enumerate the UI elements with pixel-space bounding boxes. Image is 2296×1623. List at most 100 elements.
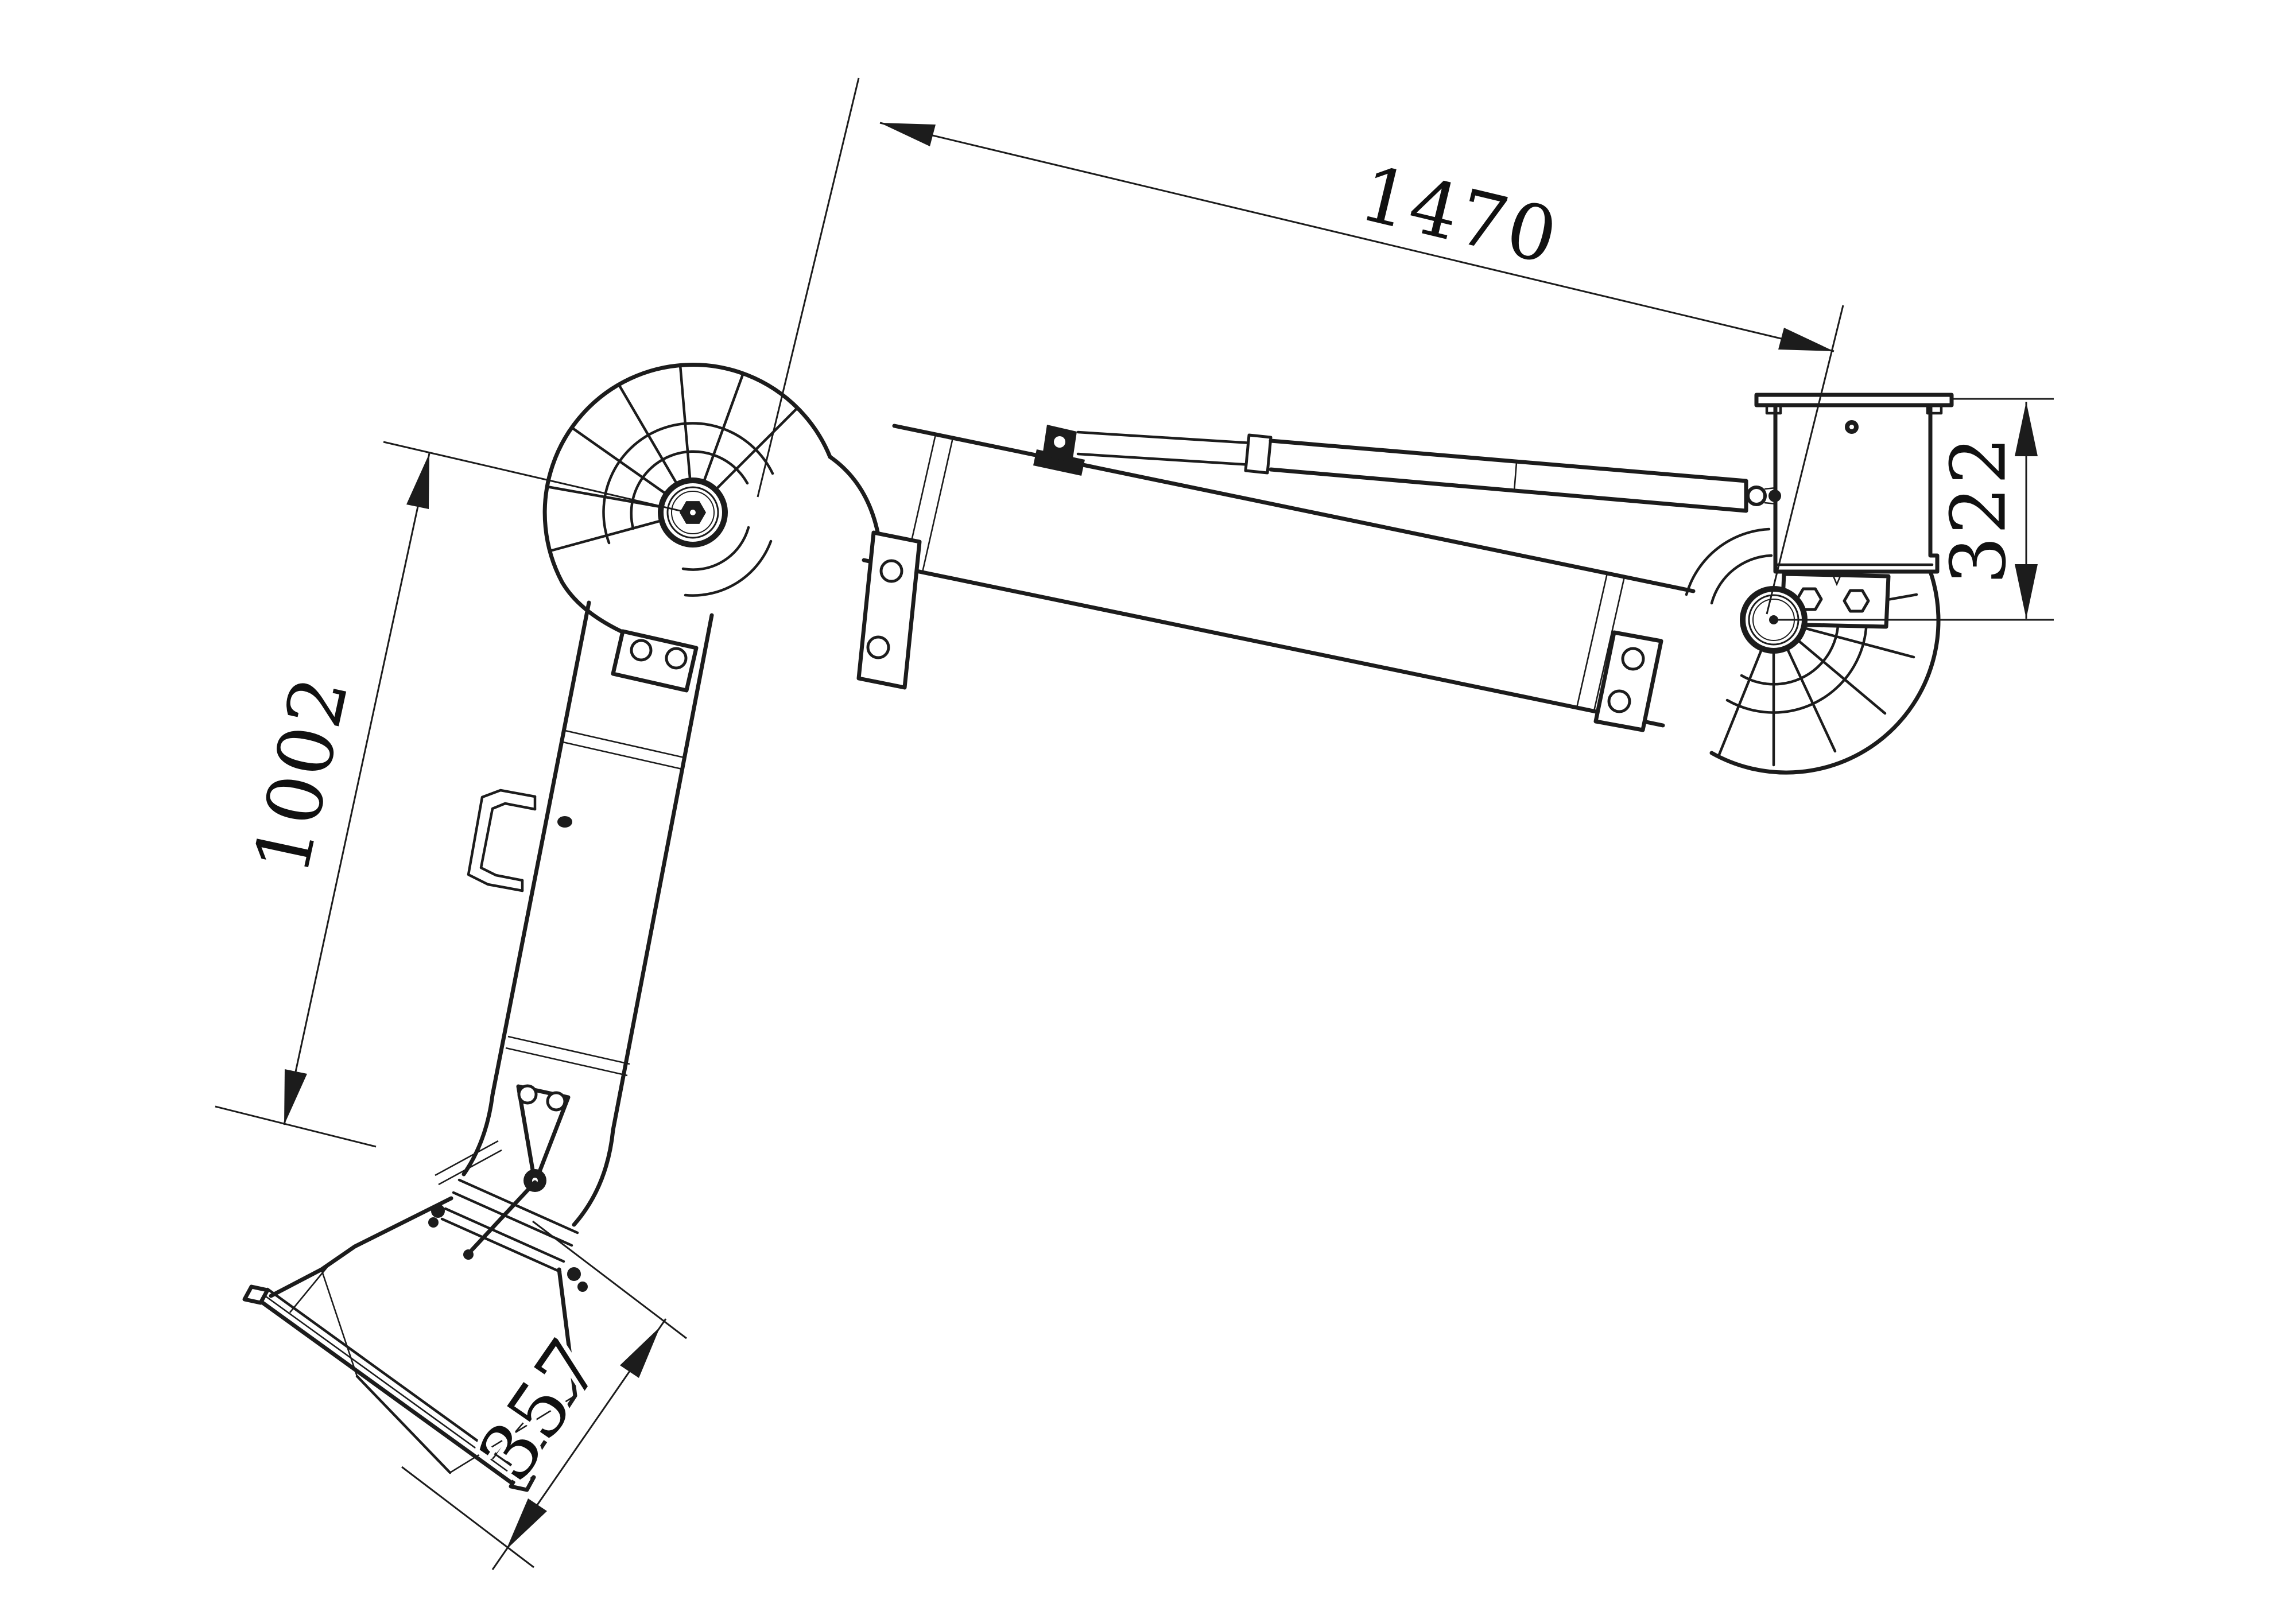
plate-notch (1832, 576, 1841, 587)
mounting-duct (1754, 393, 1954, 574)
lower-tube-upper-seam (560, 729, 685, 770)
hood-mouth-flange-back (266, 1287, 526, 1477)
extension-line (757, 77, 860, 498)
dimension-mount-height: 322 (1778, 398, 2054, 621)
extension-line (401, 1466, 534, 1568)
dimension-value-1002: 1002 (238, 667, 366, 882)
upper-elbow-inner-arc-2 (1685, 527, 1771, 596)
hub-ring-3 (671, 491, 715, 534)
lower-tube (461, 600, 714, 1227)
bracket-hole (517, 1084, 538, 1105)
gas-spring-body-seam (1513, 462, 1518, 492)
lower-elbow-joint (542, 363, 922, 693)
lower-tube-lower-seam (505, 1035, 630, 1077)
bolt-hole (1621, 647, 1645, 671)
grab-handle (467, 789, 537, 892)
gas-spring-collar (1244, 433, 1273, 475)
lower-elbow-to-lower-tube (560, 580, 623, 634)
gas-spring-rod (1076, 430, 1253, 467)
bolt-hole (879, 559, 903, 583)
upper-tube-bottom-edge (862, 558, 1665, 728)
lower-elbow-inner-arc-2 (684, 539, 773, 597)
clevis-pin-hole (1054, 436, 1065, 448)
extension-line (215, 1105, 377, 1148)
lower-bend-outer (572, 1128, 615, 1227)
bracket-hole (546, 1091, 567, 1112)
bolt-hole (1607, 689, 1631, 713)
gas-spring-eyelet (1746, 486, 1767, 506)
bolt-hole (630, 639, 653, 662)
bolt-hole (665, 647, 688, 670)
arrowhead (620, 1327, 660, 1378)
clamp-band-2 (440, 1207, 565, 1273)
grab-handle-outer (467, 789, 537, 892)
dimension-lower-arm: 1002 (215, 441, 688, 1148)
lever-knob (463, 1249, 474, 1260)
upper-elbow-bracket-exit (1779, 572, 1891, 629)
upper-elbow-inner-arc-1 (1710, 554, 1773, 605)
upper-tube-top-edge (892, 424, 1696, 593)
dimension-line (283, 453, 430, 1125)
lower-tube-right-edge (611, 613, 714, 1132)
lower-elbow-to-upper-tube (828, 455, 881, 537)
extension-line (1766, 305, 1844, 615)
clamp-band-1 (452, 1178, 579, 1247)
toggle-rods (435, 1140, 502, 1186)
upper-elbow-joint (1593, 527, 1941, 775)
hood-top-side (269, 1196, 453, 1298)
extension-line (532, 1220, 687, 1339)
dimension-hood-length: 357 (401, 1220, 687, 1570)
dimension-line (879, 122, 1835, 352)
arrowhead (506, 1498, 547, 1550)
lower-elbow-bracket-upper (856, 530, 922, 690)
arrowhead (406, 453, 429, 509)
arrowhead (2015, 402, 2038, 456)
bracket-plate (1593, 630, 1663, 732)
extension-line (383, 441, 688, 514)
lower-elbow-hub (658, 477, 728, 548)
grab-handle-ends (521, 795, 537, 892)
arrowhead (1778, 328, 1834, 351)
hood-tilt-bracket (435, 1084, 571, 1260)
clamp-bolt (567, 1267, 581, 1281)
dimension-value-322: 322 (1935, 435, 2023, 585)
arrowhead (880, 123, 936, 146)
gas-spring-body (1269, 438, 1748, 513)
clamp-bolt (428, 1217, 439, 1228)
lower-bend-inner (461, 1093, 495, 1177)
dimension-value-357: 357 (461, 1323, 619, 1496)
gas-spring (1033, 425, 1781, 513)
hex-bolt (1843, 589, 1870, 613)
flange-end-cap (242, 1284, 270, 1305)
lower-tube-left-edge (490, 600, 591, 1097)
bolt-hole (866, 635, 890, 659)
hood-fold-lines (289, 1264, 576, 1474)
hub-ring-2 (666, 486, 719, 539)
arrowhead (284, 1069, 307, 1125)
pivot-center (1769, 615, 1778, 624)
mounting-flange (1754, 393, 1954, 407)
arrowhead (2015, 564, 2038, 619)
lower-elbow-band-arc-2 (602, 422, 774, 545)
clamp-bolt (577, 1282, 588, 1292)
lower-elbow-bracket-lower (611, 629, 699, 693)
upper-tube-right-seam (1576, 573, 1626, 712)
duct-bolt-hole-center (1849, 425, 1854, 429)
lower-elbow-inner-arc-1 (681, 526, 750, 571)
pivot-center (690, 510, 696, 515)
lower-elbow-outer-arc (542, 363, 832, 584)
dimension-arm-span: 1470 (757, 77, 1844, 615)
upper-elbow-outer-arc (1709, 569, 1941, 775)
duct-box (1773, 403, 1940, 574)
tube-hole (557, 816, 572, 828)
hood-mouth-far-edge (355, 1374, 452, 1474)
grab-handle-inner (479, 802, 537, 882)
extraction-hood (242, 1196, 577, 1492)
bracket-plate (856, 530, 922, 690)
hood-mouth-flange-front (257, 1298, 519, 1489)
hood-mouth-flange-mid (263, 1294, 521, 1482)
upper-elbow-bracket-entrance (1593, 630, 1663, 732)
upper-tube (862, 424, 1696, 728)
